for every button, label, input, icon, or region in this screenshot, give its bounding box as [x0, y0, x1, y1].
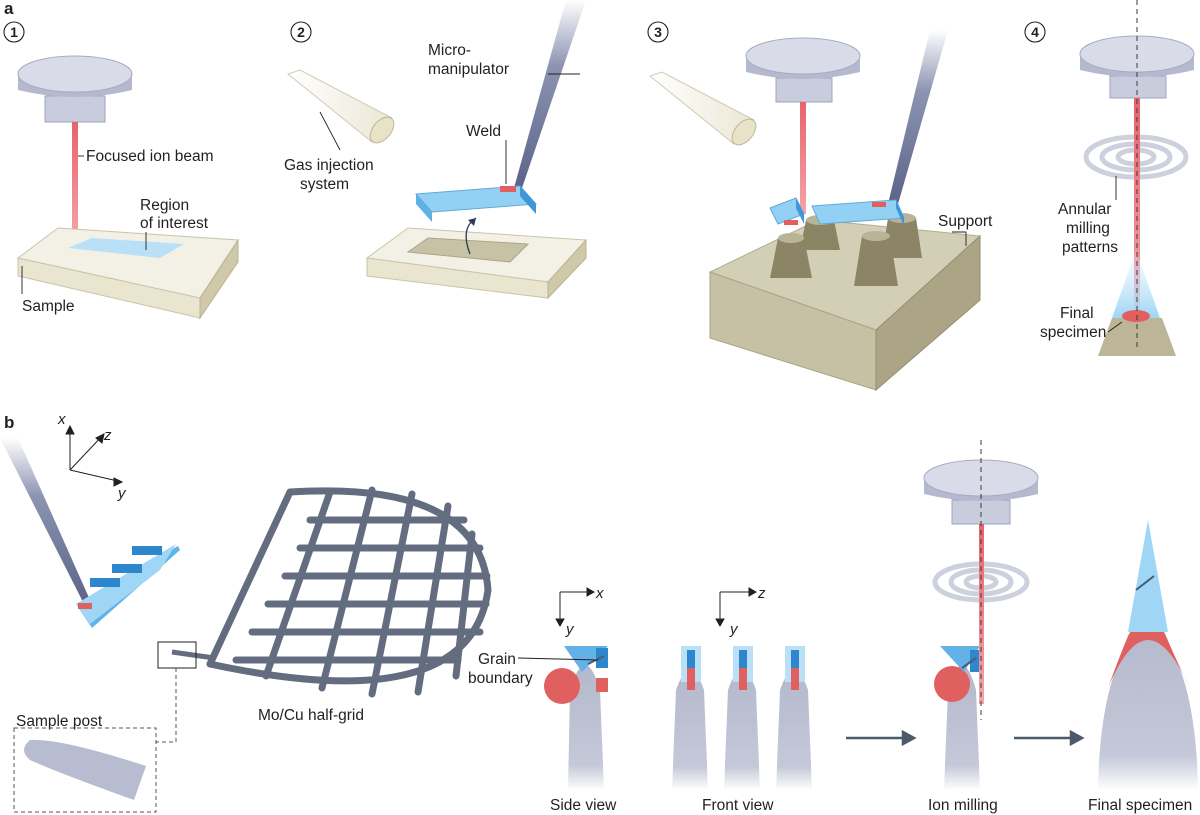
lamella-2 [414, 185, 538, 222]
side-view-specimen [544, 646, 608, 790]
label-support: Support [938, 213, 993, 230]
axis-label-y-3d: y [117, 485, 127, 502]
sample-block-1 [16, 227, 239, 320]
label-region-line1: Region [140, 197, 189, 214]
ion-beam-3 [800, 102, 806, 214]
gas-injection-pipe-2 [286, 69, 395, 144]
process-arrows [846, 729, 1085, 747]
step-1-number: 1 [10, 24, 18, 40]
step-2-badge [290, 21, 312, 43]
step-2-number: 2 [297, 24, 305, 40]
zoom-leader [156, 668, 177, 743]
ion-column-1 [17, 55, 133, 123]
label-annular-line2: milling [1066, 220, 1110, 237]
axis-label-y-front: y [729, 621, 739, 638]
support-block [708, 219, 982, 392]
sample-post-on-grid [171, 649, 215, 661]
label-annular-line3: patterns [1062, 239, 1118, 256]
label-sample-post: Sample post [16, 713, 103, 730]
step-3-number: 3 [654, 24, 662, 40]
label-weld: Weld [466, 123, 501, 140]
axis-label-y-side: y [565, 621, 575, 638]
axis-label-z-front: z [757, 585, 766, 602]
sample-post-shape [24, 739, 146, 800]
axis-label-x-side: x [595, 585, 604, 602]
step-4-number: 4 [1031, 24, 1039, 40]
label-micro-line1: Micro- [428, 42, 471, 59]
step-1: 1 Focused ion beam Region of interest Sa… [3, 21, 239, 320]
weld-spot [500, 186, 516, 192]
step-2: 2 Micro- manipulator Weld Gas injection … [284, 0, 588, 300]
lamella-3 [769, 197, 905, 226]
axes-3d [65, 424, 124, 487]
final-specimen-cap [1122, 310, 1150, 322]
panel-label-a: a [4, 0, 14, 18]
wedge-lamella [76, 544, 180, 628]
label-grain-line1: Grain [478, 651, 516, 668]
micromanipulator-needle-b [0, 438, 90, 604]
sample-post-inset [13, 727, 157, 813]
step-3-badge [647, 21, 669, 43]
ion-milling-specimen [934, 646, 980, 790]
axes-front-view [715, 587, 758, 628]
label-focused-ion-beam: Focused ion beam [86, 148, 214, 165]
label-side-view: Side view [550, 797, 617, 814]
micromanipulator-needle-2 [514, 0, 586, 188]
label-half-grid: Mo/Cu half-grid [258, 707, 364, 724]
final-specimen-b [1098, 520, 1198, 790]
label-sample: Sample [22, 298, 75, 315]
gas-injection-pipe-3 [648, 71, 757, 146]
axes-side-view [555, 587, 596, 628]
label-annular-line1: Annular [1058, 201, 1111, 218]
region-of-interest [68, 238, 184, 258]
zoom-box [157, 641, 197, 669]
specimen-tip-cone [1112, 250, 1160, 318]
label-final-specimen: Final specimen [1088, 797, 1192, 814]
label-gis-line2: system [300, 176, 349, 193]
label-front-view: Front view [702, 797, 774, 814]
micromanipulator-needle-3 [888, 30, 948, 204]
axis-label-x-3d: x [57, 411, 66, 428]
label-gis-line1: Gas injection [284, 157, 374, 174]
step-4-badge [1024, 21, 1046, 43]
label-ion-milling: Ion milling [928, 797, 998, 814]
label-final-line2: specimen [1040, 324, 1106, 341]
ion-column-3 [745, 37, 861, 103]
ion-beam-1 [72, 122, 78, 240]
step-3: 3 [647, 21, 993, 392]
sample-block-2 [365, 227, 588, 300]
label-micro-line2: manipulator [428, 61, 509, 78]
label-region-line2: of interest [140, 215, 209, 232]
front-view-specimens [672, 646, 812, 790]
mo-cu-half-grid [206, 486, 492, 698]
step-1-badge [3, 21, 25, 43]
panel-label-b: b [4, 413, 14, 432]
label-final-line1: Final [1060, 305, 1094, 322]
axis-label-z-3d: z [103, 427, 112, 444]
label-grain-line2: boundary [468, 670, 533, 687]
step-4: 4 Annular milling patterns Final specime… [1024, 0, 1195, 356]
